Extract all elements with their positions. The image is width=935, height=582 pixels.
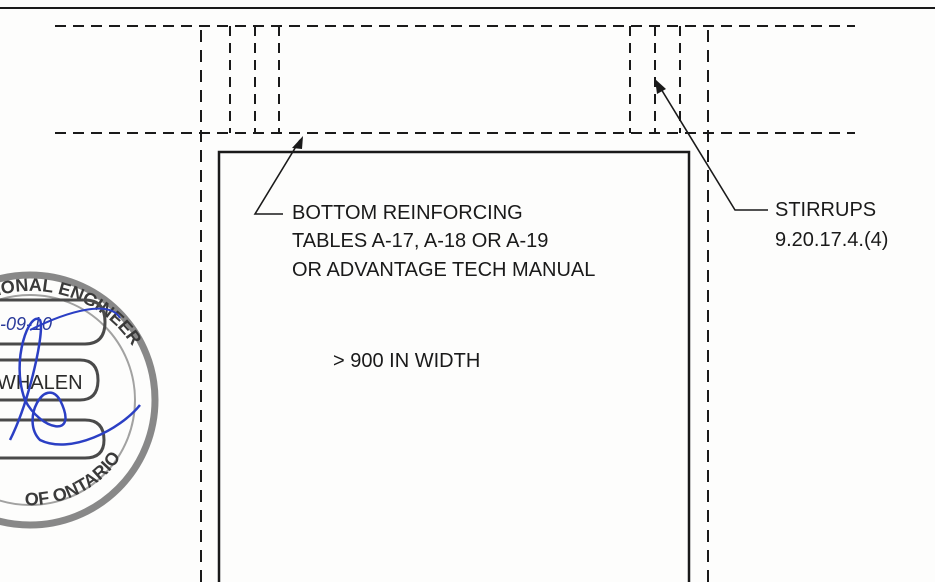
bottom-reinforcing-tables-label: TABLES A-17, A-18 OR A-19 <box>292 230 548 252</box>
signature-scribble <box>8 317 141 446</box>
seal-outer-ring <box>0 271 159 529</box>
engineer-seal: SSIONAL ENGINEER OF ONTARIO -09-10 WHALE… <box>0 271 159 529</box>
signature-stroke <box>29 307 121 331</box>
stirrups-arrowhead <box>655 79 666 94</box>
width-note-label: > 900 IN WIDTH <box>333 350 480 372</box>
opening-outline <box>217 150 691 582</box>
seal-name-band <box>0 358 100 402</box>
stirrups-label: STIRRUPS <box>775 199 876 221</box>
stirrups-leader <box>657 83 768 211</box>
bottom-reinforcing-arrowhead <box>292 136 303 149</box>
seal-date-band <box>0 298 107 346</box>
bottom-reinforcing-leader <box>253 139 301 215</box>
bottom-reinforcing-label: BOTTOM REINFORCING <box>292 202 523 224</box>
seal-lower-band <box>0 418 106 460</box>
seal-name-text: WHALEN <box>0 372 83 394</box>
seal-inner-ring <box>0 294 136 506</box>
bottom-reinforcing-manual-label: OR ADVANTAGE TECH MANUAL <box>292 259 595 281</box>
stirrups-reference-label: 9.20.17.4.(4) <box>775 229 888 251</box>
